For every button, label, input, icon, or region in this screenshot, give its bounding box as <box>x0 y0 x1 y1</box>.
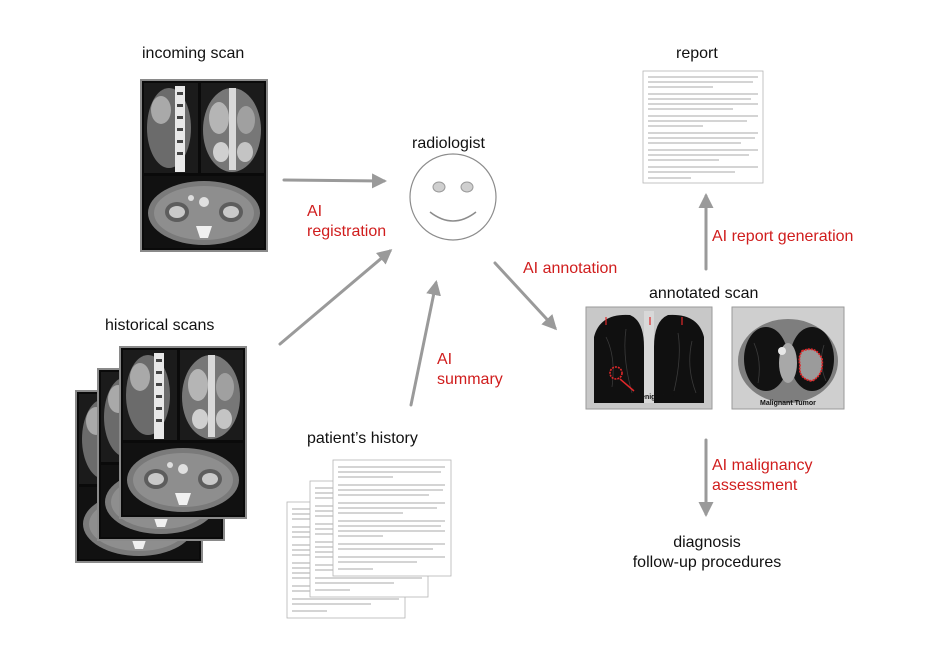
arrow-radiologist-to-annotated <box>493 261 558 331</box>
arrow-history-to-radiologist <box>409 280 441 407</box>
diagnosis-line-2: follow-up procedures <box>632 554 782 571</box>
ai-registration-label: AI registration <box>307 202 386 242</box>
annotated-scan-label: annotated scan <box>649 285 759 302</box>
ai-summary-line-2: summary <box>437 371 503 388</box>
benign-caption: Benign Tumor <box>636 394 683 401</box>
arrow-incoming-to-radiologist <box>282 173 387 189</box>
report-document <box>642 70 764 184</box>
diagnosis-line-1: diagnosis <box>673 534 741 551</box>
ai-malignancy-label: AI malignancy assessment <box>712 456 813 496</box>
ai-report-generation-label: AI report generation <box>712 228 854 245</box>
annotated-scan-malignant-image: Malignant Tumor <box>731 306 845 410</box>
arrow-historical-to-radiologist <box>278 249 393 346</box>
ai-registration-line-2: registration <box>307 223 387 240</box>
ai-malignancy-line-2: assessment <box>712 477 798 494</box>
radiologist-label: radiologist <box>412 135 485 152</box>
annotated-scan-benign-image: Benign Tumor <box>585 306 713 410</box>
malignant-caption: Malignant Tumor <box>760 400 816 407</box>
ai-summary-line-1: AI <box>437 351 453 368</box>
incoming-scan-label: incoming scan <box>142 45 245 62</box>
diagnosis-label: diagnosis follow-up procedures <box>612 533 802 573</box>
historical-scans-label: historical scans <box>105 317 215 334</box>
patients-history-label: patient’s history <box>307 430 418 447</box>
patients-history-documents <box>286 459 452 619</box>
ai-annotation-label: AI annotation <box>523 260 618 277</box>
ai-registration-line-1: AI <box>307 203 323 220</box>
historical-scans-stack <box>75 346 247 563</box>
incoming-scan-image <box>140 79 268 252</box>
radiologist-smiley-icon <box>409 153 497 241</box>
report-label: report <box>676 45 718 62</box>
ai-malignancy-line-1: AI malignancy <box>712 457 813 474</box>
ai-summary-label: AI summary <box>437 350 503 390</box>
